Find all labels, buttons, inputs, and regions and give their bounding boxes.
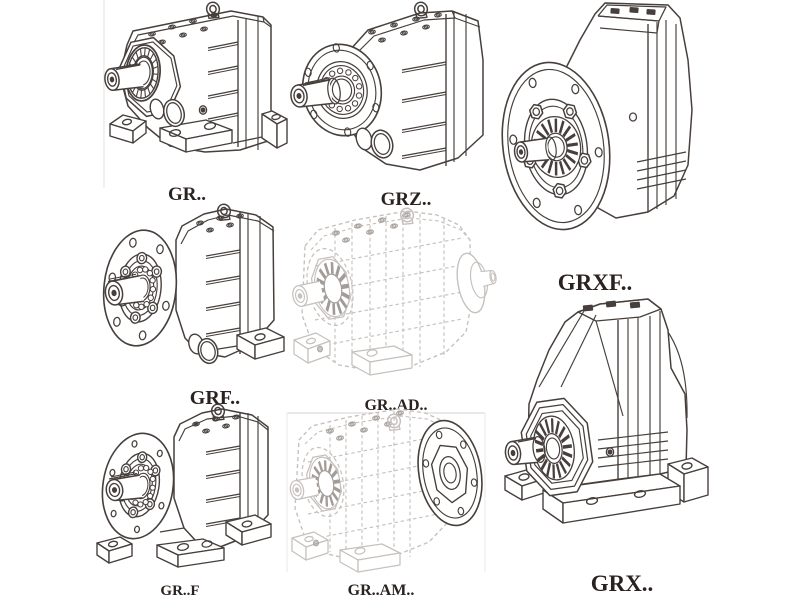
svg-text:GR..F: GR..F xyxy=(160,583,199,599)
svg-text:GRZ..: GRZ.. xyxy=(381,189,432,210)
svg-text:GRXF..: GRXF.. xyxy=(558,270,633,295)
svg-text:GRX..: GRX.. xyxy=(591,571,654,596)
svg-text:GR..: GR.. xyxy=(168,184,206,205)
svg-text:GR..AM..: GR..AM.. xyxy=(348,582,415,599)
